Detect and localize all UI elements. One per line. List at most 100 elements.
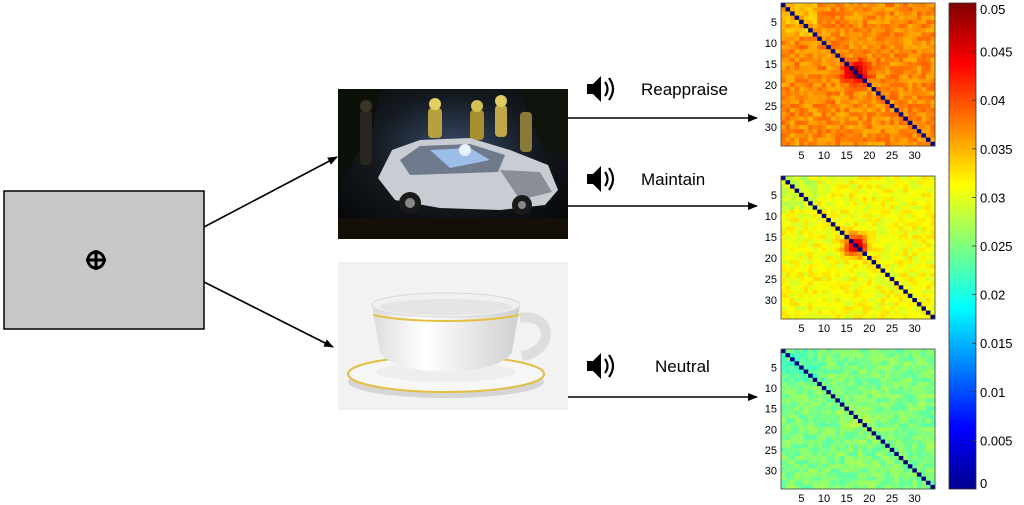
matrix-cell bbox=[930, 361, 936, 366]
matrix-cell bbox=[898, 357, 904, 362]
matrix-cell bbox=[839, 349, 845, 354]
matrix-cell bbox=[898, 141, 904, 147]
matrix-cell bbox=[885, 386, 891, 391]
matrix-cell bbox=[912, 74, 918, 80]
matrix-cell bbox=[803, 398, 809, 403]
matrix-cell bbox=[867, 285, 872, 290]
matrix-cell bbox=[848, 443, 854, 449]
matrix-cell bbox=[803, 443, 809, 449]
matrix-cell bbox=[880, 49, 886, 54]
matrix-cell bbox=[785, 7, 791, 12]
matrix-cell bbox=[871, 373, 877, 379]
matrix-cell bbox=[876, 78, 882, 84]
matrix-cell bbox=[812, 24, 818, 29]
matrix-cell bbox=[785, 281, 791, 286]
matrix-cell bbox=[876, 427, 882, 432]
matrix-cell bbox=[799, 443, 805, 449]
matrix-cell bbox=[839, 272, 845, 278]
matrix-cell bbox=[930, 306, 936, 311]
matrix-cell bbox=[839, 357, 845, 362]
matrix-cell bbox=[876, 70, 882, 75]
matrix-cell bbox=[785, 357, 791, 362]
matrix-cell bbox=[803, 201, 809, 206]
matrix-cell bbox=[867, 99, 872, 105]
matrix-cell bbox=[930, 435, 936, 440]
matrix-cell bbox=[889, 289, 895, 295]
matrix-cell bbox=[848, 116, 854, 122]
matrix-cell bbox=[876, 297, 882, 303]
matrix-cell bbox=[912, 468, 918, 473]
matrix-cell bbox=[853, 386, 859, 391]
matrix-cell bbox=[830, 205, 836, 211]
matrix-cell bbox=[790, 480, 795, 486]
matrix-cell bbox=[889, 40, 895, 46]
matrix-cell bbox=[880, 361, 886, 366]
matrix-cell bbox=[871, 431, 877, 436]
matrix-cell bbox=[921, 74, 927, 80]
matrix-cell bbox=[876, 435, 882, 440]
matrix-cell bbox=[907, 357, 913, 362]
matrix-cell bbox=[799, 116, 805, 122]
matrix-cell bbox=[858, 120, 863, 126]
matrix-cell bbox=[912, 480, 918, 486]
matrix-cell bbox=[808, 306, 814, 311]
matrix-cell bbox=[839, 297, 845, 303]
matrix-cell bbox=[835, 264, 841, 269]
matrix-cell bbox=[803, 108, 809, 113]
matrix-cell bbox=[803, 281, 809, 286]
matrix-cell bbox=[880, 112, 886, 117]
matrix-cell bbox=[812, 394, 818, 399]
matrix-cell bbox=[898, 369, 904, 375]
matrix-cell bbox=[876, 24, 882, 29]
matrix-cell bbox=[839, 87, 845, 92]
matrix-cell bbox=[916, 480, 922, 486]
matrix-cell bbox=[821, 3, 827, 8]
matrix-cell bbox=[853, 40, 859, 46]
matrix-cell bbox=[826, 443, 832, 449]
matrix-cell bbox=[839, 205, 845, 211]
matrix-cell bbox=[925, 99, 931, 105]
matrix-cell bbox=[830, 234, 836, 240]
matrix-cell bbox=[898, 243, 904, 248]
matrix-cell bbox=[885, 390, 891, 395]
matrix-cell bbox=[848, 310, 854, 316]
matrix-cell bbox=[880, 11, 886, 17]
matrix-cell bbox=[785, 3, 791, 8]
matrix-cell bbox=[794, 377, 800, 383]
matrix-cell bbox=[916, 451, 922, 457]
matrix-cell bbox=[844, 11, 850, 17]
matrix-cell bbox=[903, 289, 909, 295]
matrix-cell bbox=[839, 472, 845, 478]
matrix-cell bbox=[903, 49, 909, 54]
matrix-cell bbox=[889, 239, 895, 244]
matrix-cell bbox=[871, 456, 877, 461]
matrix-cell bbox=[862, 260, 868, 265]
matrix-cell bbox=[871, 293, 877, 299]
matrix-cell bbox=[907, 435, 913, 440]
matrix-cell bbox=[781, 439, 786, 445]
matrix-cell bbox=[898, 468, 904, 473]
matrix-cell bbox=[781, 124, 786, 130]
matrix-cell bbox=[799, 230, 805, 236]
condition-label-reappraise: Reappraise bbox=[641, 80, 728, 99]
matrix-cell bbox=[894, 406, 900, 412]
matrix-cell bbox=[871, 272, 877, 278]
matrix-cell bbox=[830, 129, 836, 134]
matrix-cell bbox=[835, 176, 841, 181]
matrix-cell bbox=[894, 349, 900, 354]
matrix-cell bbox=[907, 272, 913, 278]
matrix-cell bbox=[794, 447, 800, 453]
matrix-cell bbox=[781, 133, 786, 138]
matrix-cell bbox=[830, 40, 836, 46]
matrix-cell bbox=[930, 61, 936, 67]
matrix-cell bbox=[848, 427, 854, 432]
matrix-cell bbox=[921, 120, 927, 126]
matrix-cell bbox=[912, 484, 918, 490]
matrix-cell bbox=[808, 402, 814, 408]
matrix-cell bbox=[903, 32, 909, 38]
matrix-cell bbox=[830, 24, 836, 29]
matrix-cell bbox=[799, 302, 805, 307]
matrix-cell bbox=[830, 431, 836, 436]
matrix-cell bbox=[916, 476, 922, 482]
matrix-cell bbox=[785, 28, 791, 33]
